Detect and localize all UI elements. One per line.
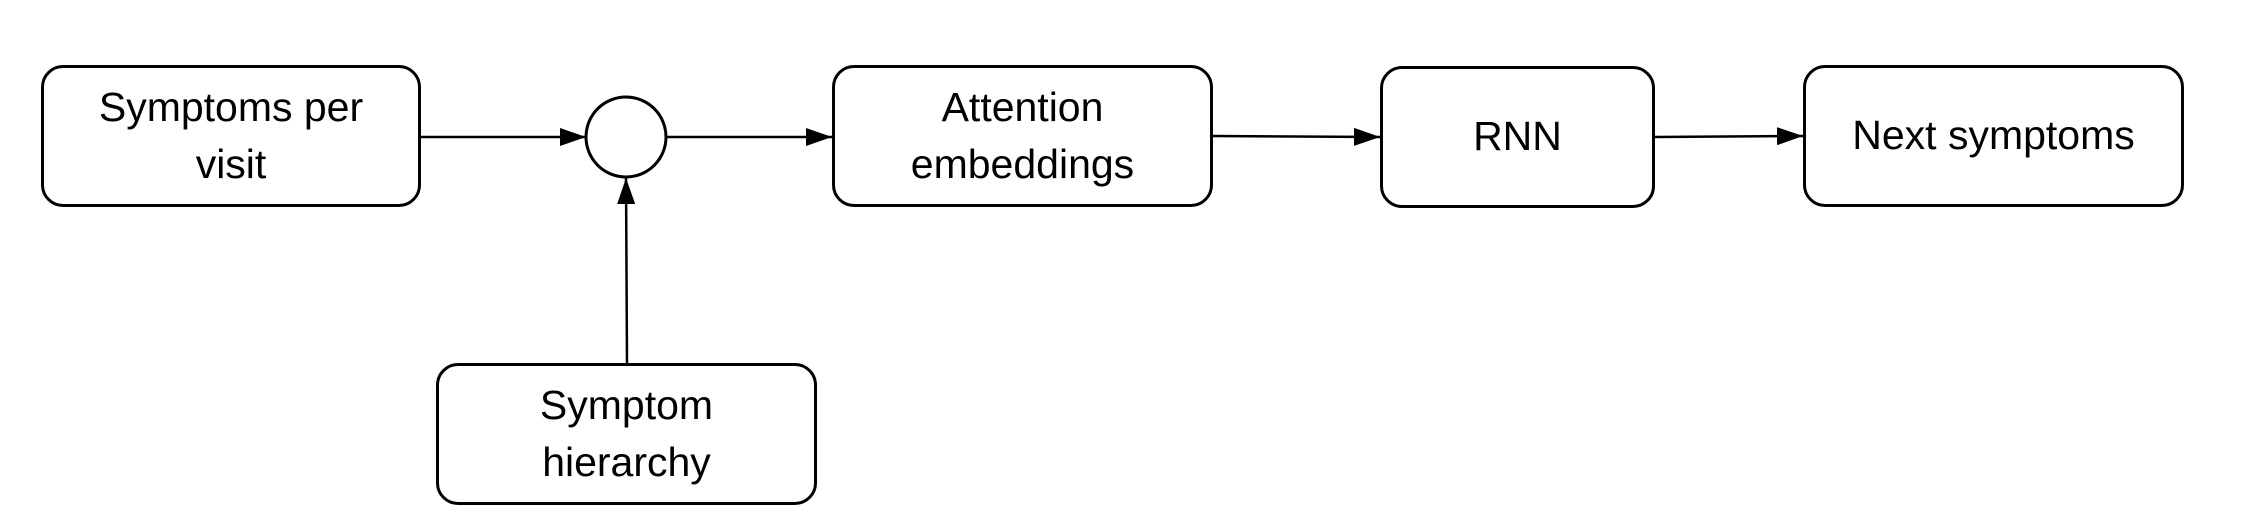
combine-node <box>584 95 668 179</box>
node-label-symptoms-per-visit: Symptoms per visit <box>98 83 364 187</box>
node-next-symptoms: Next symptoms <box>1803 65 2184 207</box>
node-symptom-hierarchy: Symptom hierarchy <box>436 363 817 505</box>
node-symptoms-per-visit: Symptoms per visit <box>41 65 421 207</box>
node-label-attention-embeddings: Attention embeddings <box>910 83 1135 187</box>
node-attention-embeddings: Attention embeddings <box>832 65 1213 207</box>
node-label-next-symptoms: Next symptoms <box>1852 112 2135 159</box>
node-label-rnn: RNN <box>1473 113 1562 160</box>
node-rnn: RNN <box>1380 66 1655 208</box>
node-label-symptom-hierarchy: Symptom hierarchy <box>539 381 714 485</box>
arrow-hierarchy-to-combine <box>617 177 636 364</box>
arrow-attention-to-rnn <box>1212 127 1381 146</box>
arrow-rnn-to-next <box>1654 127 1804 146</box>
